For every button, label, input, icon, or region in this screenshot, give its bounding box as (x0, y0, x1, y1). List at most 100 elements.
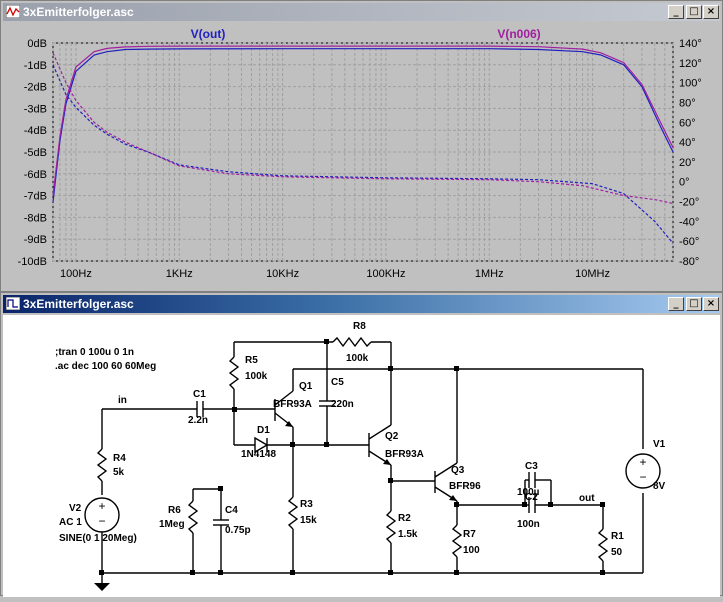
magnitude-trace (52, 45, 674, 196)
q1-name[interactable]: Q1 (299, 381, 313, 392)
y-tick-label-left: -2dB (24, 82, 47, 94)
y-tick-label-right: 60° (679, 117, 696, 129)
v1-value[interactable]: 8V (653, 481, 666, 492)
c2-name[interactable]: C2 (525, 492, 538, 503)
y-tick-label-left: -9dB (24, 234, 47, 246)
x-tick-label: 1KHz (166, 268, 193, 280)
y-tick-label-left: -10dB (18, 256, 47, 268)
c3-value[interactable]: 100µ (517, 487, 540, 498)
r2-value[interactable]: 1.5k (398, 529, 418, 540)
close-button[interactable]: × (703, 5, 719, 19)
trace2-label[interactable]: V(n006) (497, 27, 540, 41)
y-tick-label-right: -20° (679, 197, 699, 209)
v2-name[interactable]: V2 (69, 503, 82, 514)
y-tick-label-left: -7dB (24, 191, 47, 203)
magnitude-trace (52, 48, 674, 203)
y-tick-label-right: 80° (679, 97, 696, 109)
schematic-drawing[interactable]: + − + − ;tran 0 100u 0 1n .ac dec 100 60… (3, 315, 720, 597)
r3-value[interactable]: 15k (300, 515, 317, 526)
r6-name[interactable]: R6 (168, 505, 181, 516)
plus-icon: + (639, 455, 646, 469)
r4-name[interactable]: R4 (113, 453, 126, 464)
schematic-canvas[interactable]: + − + − ;tran 0 100u 0 1n .ac dec 100 60… (3, 315, 720, 597)
r1-name[interactable]: R1 (611, 531, 624, 542)
maximize-button[interactable]: □ (686, 297, 702, 311)
close-button[interactable]: × (703, 297, 719, 311)
y-tick-label-left: -8dB (24, 212, 47, 224)
plot-grid (52, 42, 674, 262)
v2-ac[interactable]: AC 1 (59, 517, 82, 528)
c3-name[interactable]: C3 (525, 461, 538, 472)
c5-name[interactable]: C5 (331, 377, 344, 388)
plus-icon: + (98, 499, 105, 513)
q3-model[interactable]: BFR96 (449, 481, 481, 492)
spice-directive[interactable]: .ac dec 100 60 60Meg (55, 361, 156, 372)
c4-value[interactable]: 0.75p (225, 525, 251, 536)
plot-window-title: 3xEmitterfolger.asc (23, 5, 134, 19)
minus-icon: − (98, 514, 105, 528)
c1-value[interactable]: 2.2n (188, 415, 208, 426)
spice-directive[interactable]: ;tran 0 100u 0 1n (55, 347, 134, 358)
y-tick-label-right: -60° (679, 236, 699, 248)
x-tick-label: 1MHz (475, 268, 504, 280)
q2-name[interactable]: Q2 (385, 431, 399, 442)
y-tick-label-right: 120° (679, 58, 702, 70)
x-tick-label: 10MHz (575, 268, 610, 280)
v2-sine[interactable]: SINE(0 1 20Meg) (59, 533, 137, 544)
x-tick-label: 100KHz (366, 268, 405, 280)
r6-value[interactable]: 1Meg (159, 519, 185, 530)
y-tick-label-left: -4dB (24, 125, 47, 137)
phase-trace (52, 52, 674, 205)
plot-ticks: 0dB-1dB-2dB-3dB-4dB-5dB-6dB-7dB-8dB-9dB-… (18, 38, 702, 280)
plot-window: 3xEmitterfolger.asc _ □ × 0dB-1dB-2dB-3d… (0, 0, 723, 292)
r8-name[interactable]: R8 (353, 321, 366, 332)
r7-name[interactable]: R7 (463, 529, 476, 540)
d1-name[interactable]: D1 (257, 425, 270, 436)
maximize-button[interactable]: □ (686, 5, 702, 19)
y-tick-label-right: 140° (679, 38, 702, 50)
c5-value[interactable]: 220n (331, 399, 354, 410)
d1-model[interactable]: 1N4148 (241, 449, 276, 460)
r7-value[interactable]: 100 (463, 545, 480, 556)
y-tick-label-right: 40° (679, 137, 696, 149)
net-in-label[interactable]: in (118, 395, 127, 406)
schematic-window-titlebar[interactable]: 3xEmitterfolger.asc _ □ × (3, 295, 720, 313)
trace1-label[interactable]: V(out) (191, 27, 226, 41)
r3-name[interactable]: R3 (300, 499, 313, 510)
minus-icon: − (639, 470, 646, 484)
schematic-window-title: 3xEmitterfolger.asc (23, 297, 134, 311)
waveform-app-icon (6, 5, 20, 18)
y-tick-label-right: 20° (679, 157, 696, 169)
r5-value[interactable]: 100k (245, 371, 268, 382)
c2-value[interactable]: 100n (517, 519, 540, 530)
bode-plot[interactable]: 0dB-1dB-2dB-3dB-4dB-5dB-6dB-7dB-8dB-9dB-… (3, 23, 720, 289)
phase-trace (52, 64, 674, 244)
net-out-label[interactable]: out (579, 493, 595, 504)
y-tick-label-right: 0° (679, 177, 690, 189)
x-tick-label: 10KHz (266, 268, 299, 280)
c1-name[interactable]: C1 (193, 389, 206, 400)
plot-area[interactable]: 0dB-1dB-2dB-3dB-4dB-5dB-6dB-7dB-8dB-9dB-… (3, 23, 720, 289)
r1-value[interactable]: 50 (611, 547, 623, 558)
minimize-button[interactable]: _ (668, 5, 684, 19)
q2-model[interactable]: BFR93A (385, 449, 424, 460)
y-tick-label-left: 0dB (27, 38, 47, 50)
plot-window-titlebar[interactable]: 3xEmitterfolger.asc _ □ × (3, 3, 720, 21)
v1-name[interactable]: V1 (653, 439, 666, 450)
minimize-button[interactable]: _ (668, 297, 684, 311)
schematic-window: 3xEmitterfolger.asc _ □ × (0, 292, 723, 597)
r5-name[interactable]: R5 (245, 355, 258, 366)
c4-name[interactable]: C4 (225, 505, 238, 516)
r8-value[interactable]: 100k (346, 353, 369, 364)
y-tick-label-left: -5dB (24, 147, 47, 159)
q1-model[interactable]: BFR93A (273, 399, 312, 410)
schematic-app-icon (6, 297, 20, 310)
y-tick-label-left: -3dB (24, 103, 47, 115)
y-tick-label-left: -6dB (24, 169, 47, 181)
y-tick-label-right: -40° (679, 216, 699, 228)
x-tick-label: 100Hz (60, 268, 92, 280)
r4-value[interactable]: 5k (113, 467, 125, 478)
y-tick-label-right: 100° (679, 78, 702, 90)
q3-name[interactable]: Q3 (451, 465, 465, 476)
r2-name[interactable]: R2 (398, 513, 411, 524)
